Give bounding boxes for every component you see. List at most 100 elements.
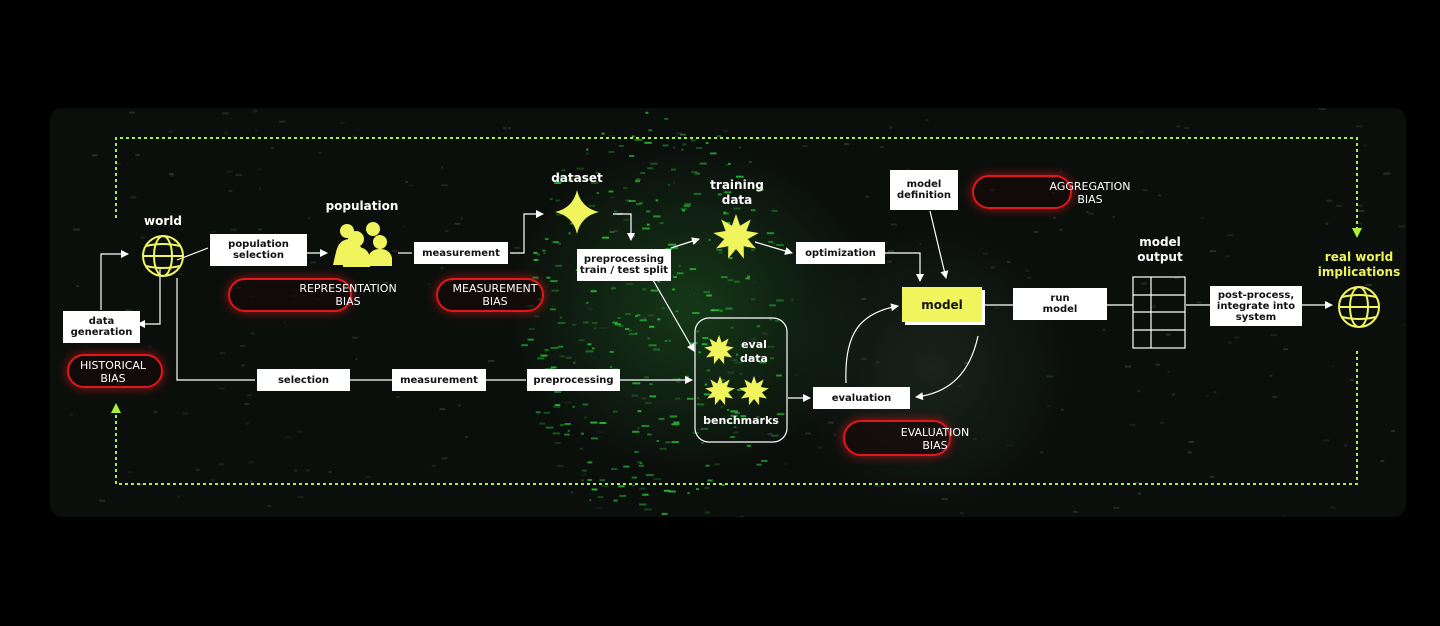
matrix-glyph	[665, 441, 671, 444]
matrix-glyph	[572, 323, 576, 326]
matrix-glyph	[649, 383, 653, 386]
texture-glyph	[125, 309, 132, 312]
texture-glyph	[1047, 405, 1051, 408]
texture-glyph	[556, 345, 559, 348]
texture-glyph	[439, 408, 446, 411]
texture-glyph	[1270, 334, 1277, 337]
matrix-glyph	[730, 326, 734, 329]
matrix-glyph	[662, 144, 669, 147]
texture-glyph	[1142, 189, 1148, 192]
matrix-glyph	[661, 307, 666, 310]
texture-glyph	[179, 273, 183, 276]
matrix-glyph	[537, 357, 545, 360]
texture-glyph	[168, 130, 173, 133]
texture-glyph	[610, 196, 616, 199]
matrix-glyph	[695, 147, 703, 149]
matrix-glyph	[774, 319, 780, 322]
matrix-glyph	[692, 312, 700, 314]
texture-glyph	[963, 362, 970, 365]
texture-glyph	[285, 436, 291, 439]
texture-glyph	[1225, 255, 1230, 258]
matrix-glyph	[703, 393, 710, 396]
texture-glyph	[889, 126, 893, 129]
texture-glyph	[240, 344, 245, 347]
matrix-glyph	[657, 280, 660, 283]
matrix-glyph	[628, 329, 632, 332]
matrix-glyph	[663, 489, 671, 492]
matrix-glyph	[711, 309, 720, 312]
texture-glyph	[235, 174, 242, 176]
matrix-glyph	[730, 410, 738, 413]
matrix-glyph	[659, 222, 664, 225]
texture-glyph	[228, 189, 233, 192]
texture-glyph	[1087, 212, 1094, 215]
matrix-glyph	[557, 322, 566, 324]
matrix-glyph	[706, 294, 712, 297]
texture-glyph	[1155, 363, 1160, 366]
texture-glyph	[1331, 270, 1335, 273]
matrix-glyph	[625, 328, 630, 330]
texture-glyph	[250, 480, 253, 483]
matrix-glyph	[776, 413, 785, 416]
matrix-glyph	[698, 351, 701, 354]
matrix-glyph	[703, 291, 710, 294]
texture-glyph	[440, 184, 448, 187]
texture-glyph	[827, 421, 834, 424]
matrix-glyph	[559, 355, 565, 358]
texture-glyph	[257, 168, 262, 171]
texture-glyph	[116, 162, 121, 165]
texture-glyph	[310, 261, 316, 264]
texture-glyph	[726, 198, 730, 201]
matrix-glyph	[776, 374, 782, 377]
matrix-glyph	[756, 188, 764, 191]
texture-glyph	[431, 464, 437, 467]
matrix-glyph	[725, 307, 733, 310]
matrix-glyph	[759, 361, 766, 364]
measurement-bias-pill	[436, 278, 544, 312]
texture-glyph	[1026, 269, 1030, 272]
texture-glyph	[926, 321, 931, 324]
matrix-glyph	[761, 459, 768, 462]
matrix-glyph	[749, 356, 752, 359]
texture-glyph	[581, 473, 587, 476]
matrix-glyph	[554, 390, 562, 393]
matrix-glyph	[770, 357, 774, 360]
texture-glyph	[402, 225, 405, 228]
texture-glyph	[454, 222, 461, 225]
matrix-glyph	[734, 426, 737, 429]
matrix-glyph	[609, 231, 615, 233]
texture-glyph	[210, 479, 215, 482]
matrix-glyph	[644, 141, 652, 144]
matrix-glyph	[672, 378, 678, 381]
texture-glyph	[514, 246, 521, 249]
matrix-glyph	[554, 182, 562, 184]
matrix-glyph	[680, 207, 688, 210]
texture-glyph	[259, 187, 262, 190]
texture-glyph	[254, 129, 258, 132]
matrix-glyph	[639, 503, 647, 506]
texture-glyph	[294, 469, 298, 472]
matrix-glyph	[587, 479, 592, 481]
matrix-glyph	[608, 190, 614, 193]
texture-glyph	[551, 304, 554, 307]
texture-glyph	[440, 267, 444, 270]
matrix-glyph	[637, 461, 642, 464]
matrix-glyph	[701, 427, 709, 430]
matrix-glyph	[635, 315, 638, 318]
matrix-glyph	[657, 318, 661, 321]
texture-glyph	[1365, 283, 1372, 286]
texture-glyph	[890, 223, 897, 226]
matrix-glyph	[723, 211, 727, 214]
matrix-glyph	[528, 327, 535, 330]
texture-glyph	[1138, 131, 1144, 134]
matrix-glyph	[719, 309, 723, 312]
texture-glyph	[176, 495, 180, 498]
texture-glyph	[594, 327, 597, 330]
texture-glyph	[318, 152, 322, 154]
texture-glyph	[169, 172, 174, 175]
matrix-glyph	[701, 343, 708, 346]
texture-glyph	[596, 431, 603, 434]
matrix-glyph	[611, 287, 616, 290]
texture-glyph	[1283, 348, 1289, 351]
texture-glyph	[783, 462, 788, 465]
